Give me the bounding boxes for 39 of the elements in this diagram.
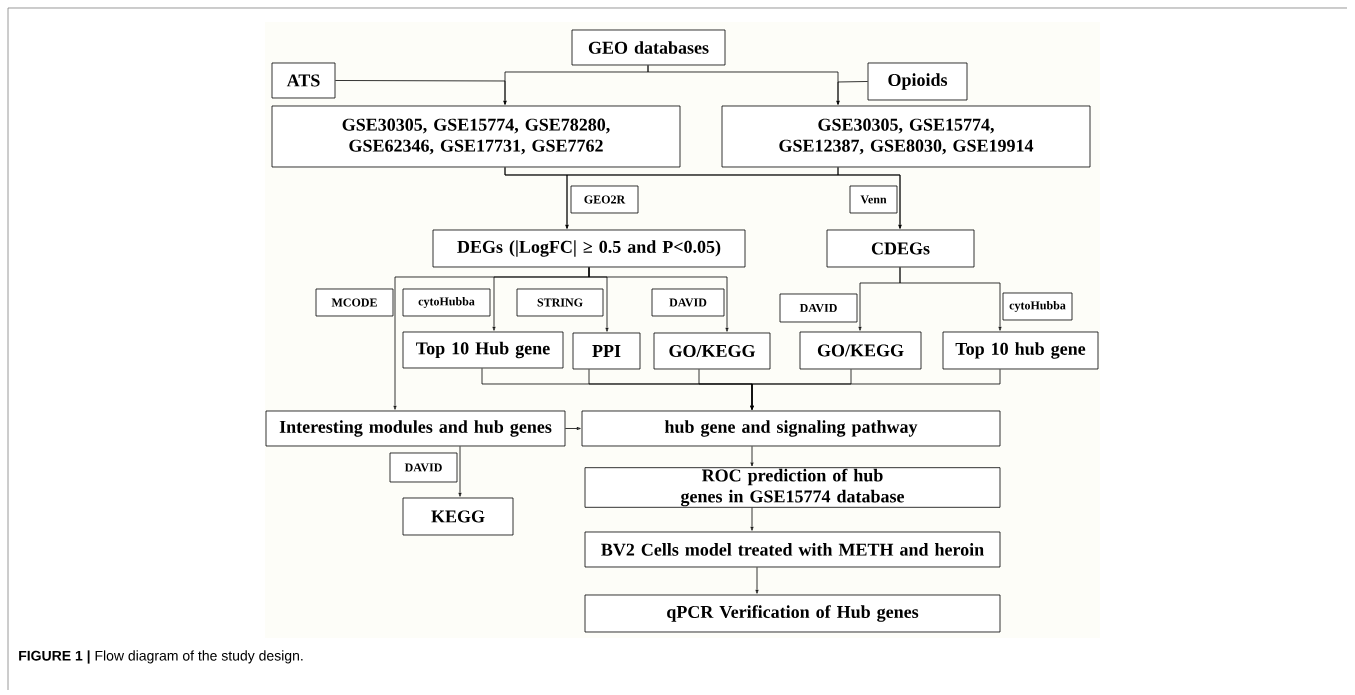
- process-box: Interesting modules and hub genes: [265, 410, 566, 447]
- process-box: GO/KEGG: [653, 332, 771, 370]
- tool-label-box: Venn: [849, 185, 898, 214]
- tool-label-box: cytoHubba: [402, 288, 491, 317]
- process-box: BV2 Cells model treated with METH and heroin: [584, 531, 1001, 568]
- process-box: PPI: [572, 332, 641, 370]
- process-box: GSE30305, GSE15774, GSE12387, GSE8030, GSE19914: [721, 105, 1091, 168]
- process-box: ATS: [271, 62, 336, 99]
- caption: FIGURE 1 | Flow diagram of the study design.: [19, 650, 303, 664]
- arrow: [836, 81, 868, 105]
- process-box: Top 10 Hub gene: [402, 331, 564, 369]
- process-box: Opioids: [867, 62, 968, 101]
- arrow: [750, 369, 1001, 410]
- process-box: DEGs (|LogFC| ≥ 0.5 and P<0.05): [432, 229, 746, 268]
- tool-label-box: cytoHubba: [1002, 292, 1073, 321]
- process-box: hub gene and signaling pathway: [581, 410, 1001, 447]
- tool-label-box: GEO2R: [570, 185, 639, 214]
- tool-label-box: DAVID: [651, 288, 725, 317]
- process-box: qPCR Verification of Hub genes: [584, 594, 1001, 633]
- arrow: [750, 446, 754, 467]
- process-box: ROC prediction of hub genes in GSE15774 database: [584, 467, 1001, 508]
- arrow: [750, 507, 754, 531]
- tool-label-box: STRING: [516, 288, 604, 317]
- process-box: GEO databases: [571, 29, 726, 66]
- process-box: CDEGs: [826, 229, 975, 268]
- process-box: Top 10 hub gene: [942, 331, 1099, 370]
- tool-label-box: DAVID: [389, 452, 458, 483]
- arrow: [458, 446, 462, 497]
- arrow: [393, 267, 590, 410]
- arrow: [565, 426, 581, 430]
- arrow: [755, 567, 759, 594]
- arrow: [837, 167, 902, 229]
- process-box: GO/KEGG: [799, 331, 922, 370]
- tool-label-box: MCODE: [315, 288, 394, 317]
- arrow: [899, 267, 1002, 331]
- process-box: KEGG: [402, 497, 514, 536]
- arrow: [335, 80, 507, 105]
- tool-label-box: DAVID: [779, 293, 858, 323]
- process-box: GSE30305, GSE15774, GSE78280, GSE62346, GSE17731, GSE7762: [271, 105, 681, 168]
